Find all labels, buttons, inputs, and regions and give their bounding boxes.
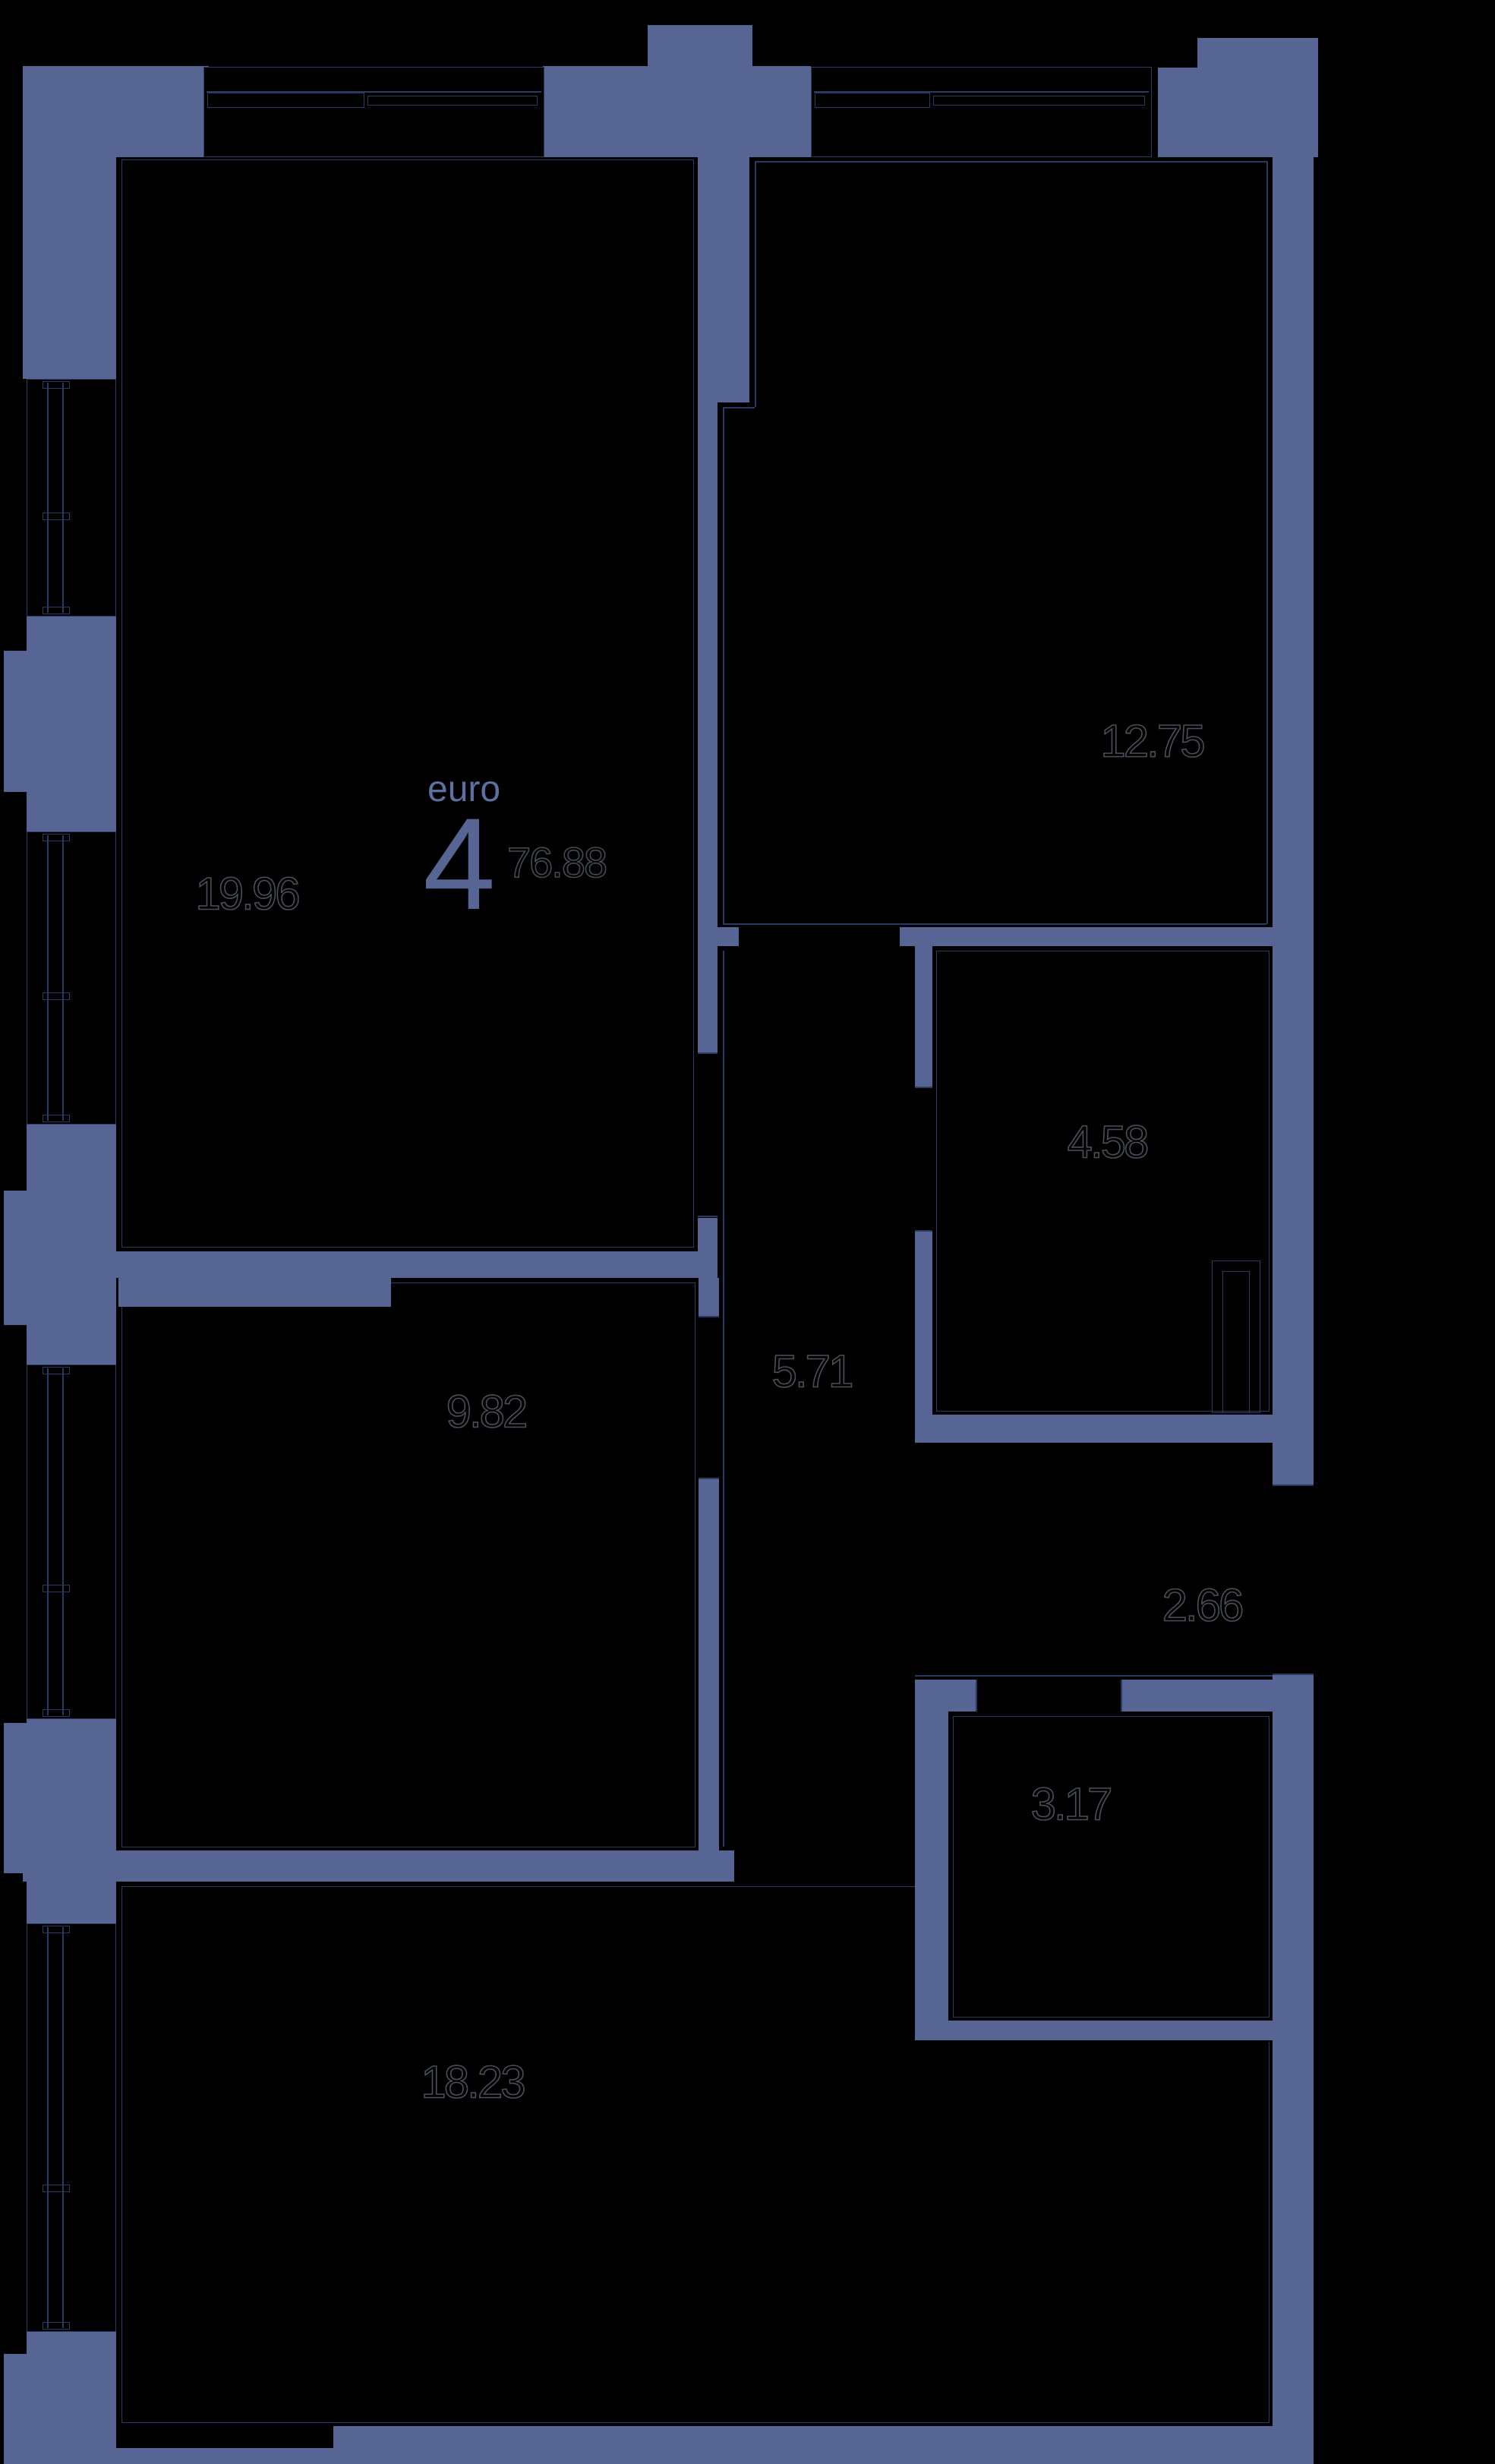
wall-19-96-9-82 <box>23 1251 718 1278</box>
wall-top-right-block <box>1158 68 1318 157</box>
room-outline-19-96 <box>121 159 694 1248</box>
wall-9-82-18-23 <box>23 1850 734 1882</box>
wall-bath-west-upper <box>915 946 932 1088</box>
wall-bath-west-lower <box>915 1232 932 1415</box>
wall-left-pier-3 <box>27 1718 116 1923</box>
door-opening-3-17 <box>976 1680 977 1712</box>
unit-type-label: euro <box>427 769 501 809</box>
wall-top-right-pier <box>1197 38 1318 68</box>
wall-top-middle-pier <box>648 25 752 68</box>
wall-12-75-bath-stub <box>718 927 739 946</box>
window-top-2 <box>811 67 1152 157</box>
wall-19-96-9-82-thick <box>118 1278 391 1307</box>
room-area-label: 3.17 <box>1030 1778 1113 1831</box>
wall-3-17-north <box>1122 1680 1314 1712</box>
room-outline-4-58 <box>936 951 1269 1412</box>
wall-center-wide <box>698 153 749 402</box>
wall-left-pier-1 <box>27 615 116 831</box>
room-outline-12-75 <box>755 161 756 407</box>
window-left-1 <box>27 379 116 617</box>
bathroom-floor <box>900 927 1273 1450</box>
room-area-label: 5.71 <box>771 1346 854 1398</box>
door-opening-9-82 <box>699 1478 719 1479</box>
unit-rooms-count: 4 <box>423 791 496 937</box>
room-area-label: 2.66 <box>1162 1579 1244 1632</box>
wall-center-narrow <box>698 402 718 1054</box>
window-left-3 <box>27 1365 116 1719</box>
room-area-label: 18.23 <box>421 2056 527 2109</box>
room-area-label: 19.96 <box>195 868 301 920</box>
door-opening-bath <box>915 1087 932 1088</box>
storage-north-face-line <box>915 1675 1314 1677</box>
storage-floor <box>915 1678 1314 2042</box>
door-opening-19-96 <box>698 1052 718 1054</box>
room-outline-3-17 <box>953 1716 1269 2018</box>
shaft-outline-inner <box>1222 1271 1250 1413</box>
wall-bottom <box>333 2426 1314 2464</box>
room-outline-9-82 <box>121 1282 695 1847</box>
wall-left-pier-4 <box>27 2330 116 2464</box>
entrance-door-opening <box>1273 1484 1314 1486</box>
room-area-label: 4.58 <box>1067 1116 1150 1169</box>
total-area-label: 76.88 <box>506 838 608 887</box>
wall-bottom-left <box>116 2448 333 2464</box>
room-outline-12-75 <box>723 923 1266 925</box>
window-top-1 <box>203 67 544 157</box>
wall-bath-south <box>915 1415 1273 1443</box>
wall-left-bump-1 <box>4 651 27 792</box>
wall-left-bump-3 <box>4 1723 27 1873</box>
hall-west-face-line <box>723 951 724 1847</box>
door-opening-bath <box>915 1230 932 1232</box>
wall-3-17-north-stub <box>915 1680 976 1712</box>
wall-left-pier-2 <box>27 1123 116 1365</box>
door-opening-3-17 <box>1121 1680 1122 1712</box>
wall-right-lower <box>1273 1675 1314 2464</box>
wall-9-82-east-upper <box>699 1278 719 1317</box>
room-outline-12-75 <box>723 407 724 925</box>
wall-top-middle <box>543 66 811 157</box>
wall-3-17-west <box>915 1712 948 2040</box>
wall-12-75-bath <box>900 927 1273 946</box>
window-left-4 <box>27 1923 116 2332</box>
room-outline-12-75 <box>755 161 1266 162</box>
wall-9-82-east-lower <box>699 1479 719 1850</box>
room-outline-12-75 <box>723 407 755 409</box>
entrance-door-opening <box>1273 1674 1314 1675</box>
wall-3-17-south <box>932 2021 1273 2040</box>
room-area-label: 9.82 <box>446 1386 528 1438</box>
room-outline-18-23 <box>121 1886 1269 2423</box>
wall-right-upper <box>1273 157 1314 1486</box>
room-outline-12-75 <box>1266 161 1268 924</box>
wall-left-bump-4 <box>4 2354 27 2464</box>
room-area-label: 12.75 <box>1100 715 1206 768</box>
door-opening-9-82 <box>699 1316 719 1317</box>
door-opening-19-96 <box>698 1216 718 1217</box>
wall-left-top <box>23 66 116 379</box>
window-left-2 <box>27 831 116 1125</box>
